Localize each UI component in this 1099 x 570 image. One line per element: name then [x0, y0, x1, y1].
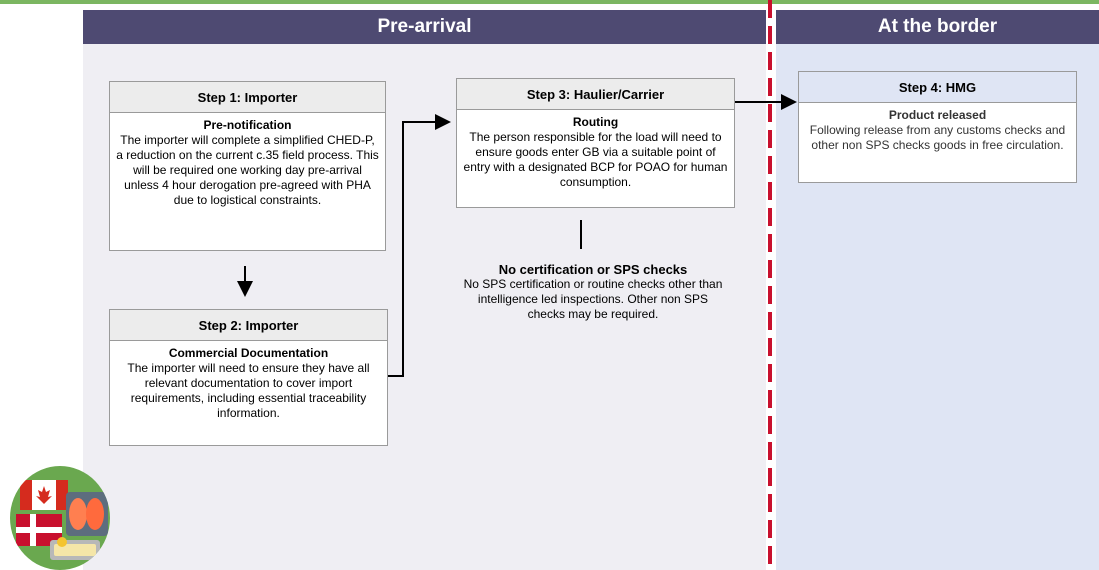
no-checks-note: No certification or SPS checks No SPS ce… — [462, 262, 724, 322]
step1-title: Step 1: Importer — [110, 82, 385, 113]
step4-title: Step 4: HMG — [799, 72, 1076, 103]
step3-heading: Routing — [572, 115, 619, 129]
step4-heading: Product released — [888, 108, 987, 122]
no-checks-text: No SPS certification or routine checks o… — [463, 277, 723, 321]
fish-tin-icon — [50, 537, 100, 560]
canada-flag-icon — [20, 480, 68, 510]
step4-box: Step 4: HMG Product released Following r… — [798, 71, 1077, 183]
step2-title: Step 2: Importer — [110, 310, 387, 341]
border-divider-line — [768, 0, 772, 570]
step3-box: Step 3: Haulier/Carrier Routing The pers… — [456, 78, 735, 208]
salmon-fillet-icon — [66, 492, 108, 536]
step2-box: Step 2: Importer Commercial Documentatio… — [109, 309, 388, 446]
top-accent-bar — [0, 0, 1099, 4]
step1-heading: Pre-notification — [203, 118, 292, 132]
step2-text: The importer will need to ensure they ha… — [127, 361, 370, 420]
step3-title: Step 3: Haulier/Carrier — [457, 79, 734, 110]
at-border-header: At the border — [776, 10, 1099, 44]
step2-heading: Commercial Documentation — [168, 346, 329, 360]
step1-box: Step 1: Importer Pre-notification The im… — [109, 81, 386, 251]
step1-text: The importer will complete a simplified … — [116, 133, 379, 207]
no-checks-heading: No certification or SPS checks — [498, 262, 688, 277]
product-logo — [10, 466, 110, 570]
step4-text: Following release from any customs check… — [809, 123, 1066, 152]
arrow-step2-to-step3 — [388, 114, 451, 377]
pre-arrival-header: Pre-arrival — [83, 10, 766, 44]
step3-text: The person responsible for the load will… — [463, 130, 728, 189]
